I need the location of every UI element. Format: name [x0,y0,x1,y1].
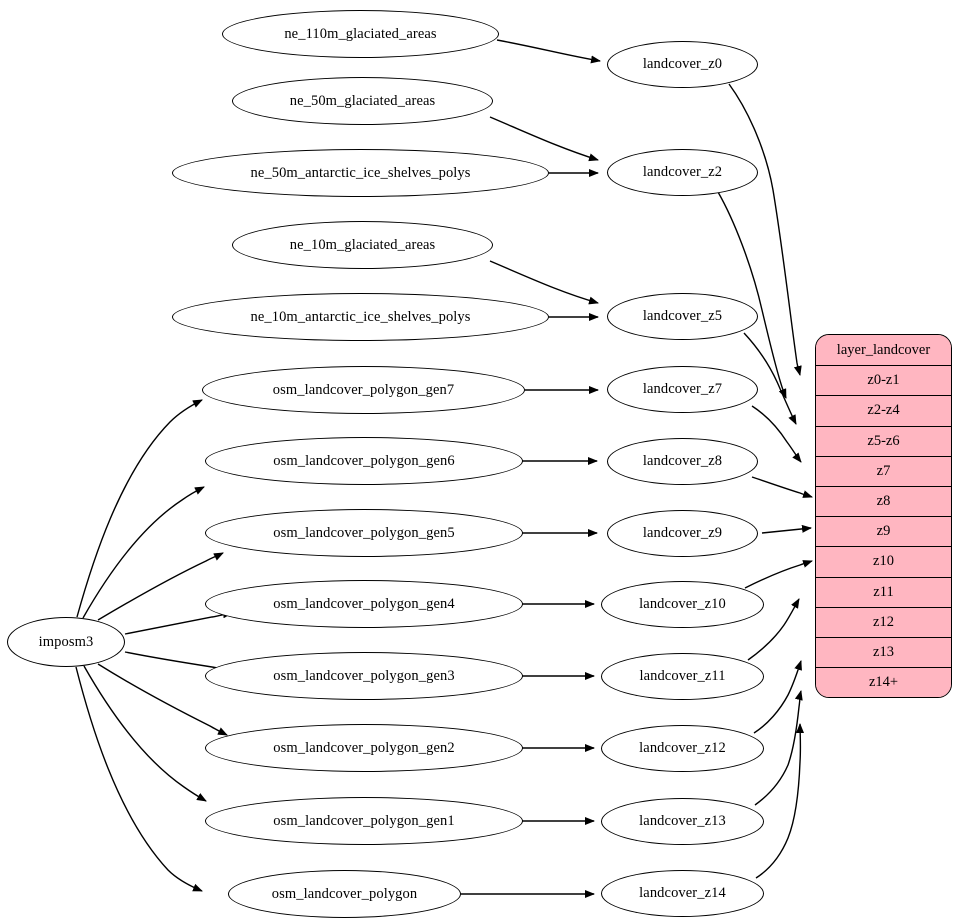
node-landcover-z12[interactable]: landcover_z12 [601,725,764,772]
node-landcover-z7[interactable]: landcover_z7 [607,366,758,413]
node-osm-landcover-polygon-gen1[interactable]: osm_landcover_polygon_gen1 [205,797,523,845]
node-ne-110m-glaciated-areas[interactable]: ne_110m_glaciated_areas [222,10,499,58]
node-label: osm_landcover_polygon_gen5 [273,524,455,541]
node-landcover-z11[interactable]: landcover_z11 [601,653,764,700]
node-label: osm_landcover_polygon_gen3 [273,667,455,684]
node-ne-50m-glaciated-areas[interactable]: ne_50m_glaciated_areas [232,77,493,125]
node-label: ne_50m_glaciated_areas [289,92,436,109]
record-row-z8[interactable]: z8 [816,485,951,517]
node-label: landcover_z9 [642,525,723,542]
node-landcover-z13[interactable]: landcover_z13 [601,798,764,845]
node-label: landcover_z12 [639,740,726,757]
node-osm-landcover-polygon-gen2[interactable]: osm_landcover_polygon_gen2 [205,724,523,772]
node-label: ne_10m_antarctic_ice_shelves_polys [250,308,471,325]
record-row-z12[interactable]: z12 [816,606,951,637]
node-landcover-z10[interactable]: landcover_z10 [601,581,764,628]
node-osm-landcover-polygon-gen3[interactable]: osm_landcover_polygon_gen3 [205,652,523,700]
node-label: osm_landcover_polygon_gen6 [273,452,455,469]
node-ne-50m-antarctic-ice-shelves-polys[interactable]: ne_50m_antarctic_ice_shelves_polys [172,149,549,197]
record-row-z2-z4[interactable]: z2-z4 [816,395,951,426]
node-ne-10m-antarctic-ice-shelves-polys[interactable]: ne_10m_antarctic_ice_shelves_polys [172,293,549,341]
node-landcover-z5[interactable]: landcover_z5 [607,293,758,340]
node-label: osm_landcover_polygon_gen2 [273,739,455,756]
node-label: landcover_z7 [642,381,723,398]
node-label: landcover_z13 [639,813,726,830]
node-label: landcover_z11 [639,668,726,685]
record-row-z5-z6[interactable]: z5-z6 [816,425,951,456]
node-landcover-z2[interactable]: landcover_z2 [607,149,758,196]
node-label: landcover_z14 [639,885,726,902]
record-row-z10[interactable]: z10 [816,546,951,577]
node-label: landcover_z2 [642,164,723,181]
node-label: osm_landcover_polygon_gen1 [273,812,455,829]
node-imposm3[interactable]: imposm3 [7,617,125,667]
record-row-z14-plus[interactable]: z14+ [816,667,951,697]
node-landcover-z8[interactable]: landcover_z8 [607,438,758,485]
record-row-z7[interactable]: z7 [816,455,951,486]
node-label: landcover_z0 [642,56,723,73]
node-ne-10m-glaciated-areas[interactable]: ne_10m_glaciated_areas [232,221,493,269]
node-label: osm_landcover_polygon [271,885,418,902]
node-label: ne_10m_glaciated_areas [289,236,436,253]
node-osm-landcover-polygon-gen7[interactable]: osm_landcover_polygon_gen7 [202,366,525,414]
node-label: ne_50m_antarctic_ice_shelves_polys [250,164,471,181]
record-row-z0-z1[interactable]: z0-z1 [816,365,951,396]
node-landcover-z9[interactable]: landcover_z9 [607,510,758,557]
node-layer-landcover-record[interactable]: layer_landcover z0-z1 z2-z4 z5-z6 z7 z8 … [815,334,952,698]
record-header: layer_landcover [816,335,951,366]
node-osm-landcover-polygon-gen5[interactable]: osm_landcover_polygon_gen5 [205,509,523,557]
node-label: landcover_z10 [639,596,726,613]
node-osm-landcover-polygon[interactable]: osm_landcover_polygon [228,870,461,918]
node-osm-landcover-polygon-gen4[interactable]: osm_landcover_polygon_gen4 [205,580,523,628]
node-label: landcover_z5 [642,308,723,325]
node-label: osm_landcover_polygon_gen4 [273,595,455,612]
record-row-z11[interactable]: z11 [816,576,951,607]
node-label: landcover_z8 [642,453,723,470]
node-label: imposm3 [38,633,94,650]
node-osm-landcover-polygon-gen6[interactable]: osm_landcover_polygon_gen6 [205,437,523,485]
node-landcover-z0[interactable]: landcover_z0 [607,41,758,88]
node-landcover-z14[interactable]: landcover_z14 [601,870,764,917]
record-row-z9[interactable]: z9 [816,516,951,547]
record-row-z13[interactable]: z13 [816,636,951,668]
node-label: ne_110m_glaciated_areas [284,25,437,42]
node-label: osm_landcover_polygon_gen7 [272,381,455,398]
